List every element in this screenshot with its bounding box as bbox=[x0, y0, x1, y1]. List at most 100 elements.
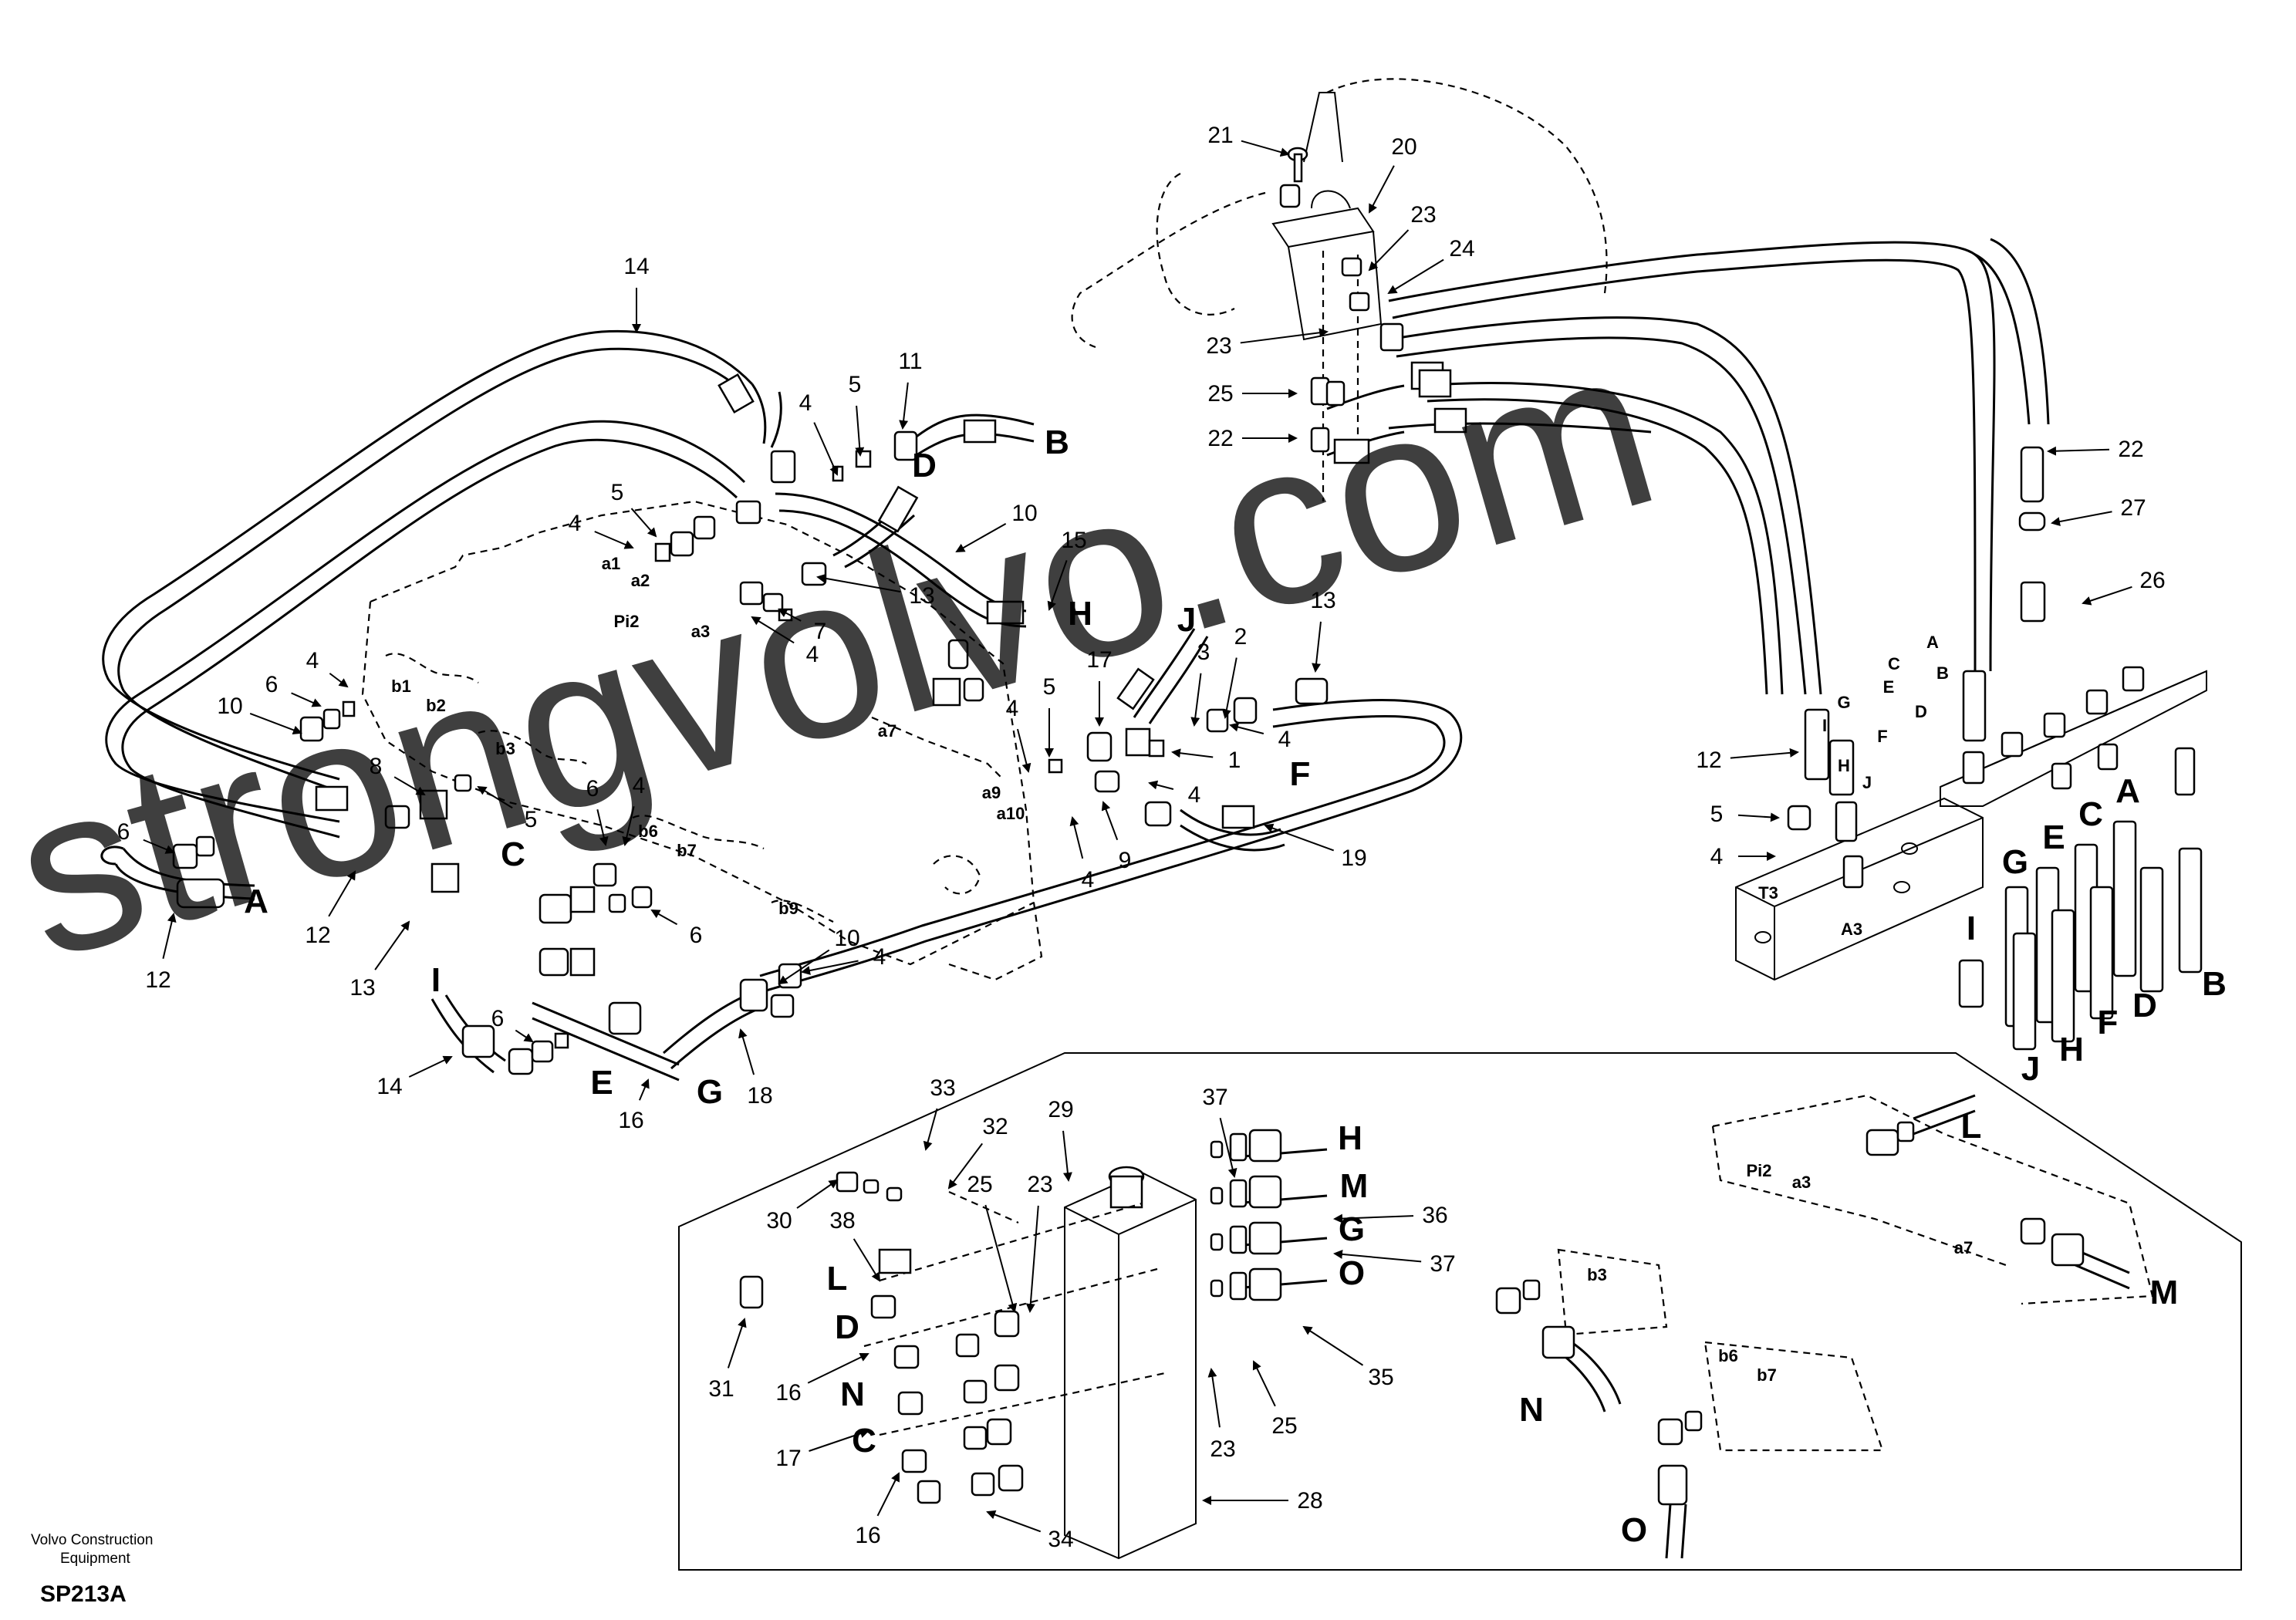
port-label-A3: A3 bbox=[1841, 920, 1862, 939]
callout-label: 11 bbox=[898, 349, 922, 374]
callout-29: 29 bbox=[1048, 1097, 1074, 1182]
port-label-b2: b2 bbox=[426, 696, 446, 715]
callout-5: 5 bbox=[611, 480, 657, 538]
callout-label: 5 bbox=[1710, 802, 1724, 827]
connection-letter-D: D bbox=[835, 1308, 859, 1346]
callout-leader bbox=[1219, 1117, 1237, 1178]
callout-label: 4 bbox=[1188, 782, 1201, 808]
callout-leader bbox=[923, 1108, 938, 1151]
callout-6: 6 bbox=[265, 672, 322, 707]
callout-leader bbox=[984, 1204, 1018, 1313]
callout-5: 5 bbox=[1043, 674, 1056, 758]
callout-28: 28 bbox=[1202, 1488, 1323, 1514]
connection-letter-M: M bbox=[1340, 1167, 1369, 1205]
callout-leader bbox=[876, 1472, 900, 1517]
callout-label: 5 bbox=[1043, 674, 1056, 700]
callout-label: 38 bbox=[829, 1208, 855, 1234]
callout-label: 10 bbox=[217, 694, 242, 719]
callout-14: 14 bbox=[376, 1055, 453, 1099]
port-label-b9: b9 bbox=[778, 899, 799, 918]
callout-31: 31 bbox=[708, 1318, 747, 1402]
callout-leader bbox=[1221, 657, 1237, 719]
callout-leader bbox=[1207, 1368, 1221, 1428]
callout-label: 17 bbox=[1086, 647, 1112, 673]
connection-letter-L: L bbox=[1961, 1108, 1982, 1146]
port-label-a10: a10 bbox=[997, 804, 1025, 823]
callout-label: 27 bbox=[2120, 495, 2146, 521]
callout-leader bbox=[393, 776, 426, 796]
callout-9: 9 bbox=[1101, 801, 1132, 873]
callout-leader bbox=[1369, 165, 1395, 214]
callout-leader bbox=[2047, 446, 2110, 456]
connection-letter-C: C bbox=[852, 1422, 876, 1460]
callout-5: 5 bbox=[477, 785, 537, 832]
callout-label: 25 bbox=[967, 1172, 992, 1197]
callout-25: 25 bbox=[1207, 381, 1298, 407]
callout-leader bbox=[408, 1055, 453, 1078]
callout-23: 23 bbox=[1025, 1172, 1053, 1313]
connection-letter-A: A bbox=[244, 883, 268, 920]
callout-4: 4 bbox=[569, 511, 634, 549]
callout-label: 4 bbox=[569, 511, 582, 536]
port-label-G: G bbox=[1837, 693, 1850, 712]
callout-4: 4 bbox=[306, 648, 349, 688]
callout-label: 20 bbox=[1391, 134, 1416, 160]
callout-label: 6 bbox=[690, 923, 703, 948]
callout-label: 37 bbox=[1202, 1085, 1227, 1110]
callout-label: 4 bbox=[1006, 696, 1019, 721]
connection-letter-G: G bbox=[1339, 1210, 1365, 1248]
callout-label: 4 bbox=[633, 773, 646, 798]
callout-label: 21 bbox=[1207, 123, 1233, 148]
callout-leader bbox=[1190, 673, 1202, 727]
callout-leader bbox=[1387, 258, 1444, 295]
callout-10: 10 bbox=[778, 926, 860, 985]
callout-label: 3 bbox=[1197, 640, 1210, 665]
callout-label: 35 bbox=[1368, 1365, 1393, 1390]
callout-leader bbox=[1333, 1249, 1422, 1263]
connection-letter-J: J bbox=[2021, 1050, 2040, 1088]
pilot-control-valve bbox=[1071, 78, 1608, 501]
callout-38: 38 bbox=[829, 1208, 881, 1282]
callout-35: 35 bbox=[1302, 1325, 1394, 1390]
callout-leader bbox=[650, 910, 678, 926]
callout-leader bbox=[751, 616, 795, 644]
port-label-a1: a1 bbox=[602, 554, 620, 573]
callout-3: 3 bbox=[1190, 640, 1210, 727]
callout-27: 27 bbox=[2051, 495, 2146, 527]
callout-22: 22 bbox=[2047, 437, 2144, 462]
callout-label: 4 bbox=[873, 944, 886, 970]
callout-leader bbox=[738, 1028, 755, 1075]
callout-leader bbox=[328, 870, 356, 917]
callout-leader bbox=[630, 508, 657, 538]
callout-label: 9 bbox=[1119, 848, 1132, 873]
callout-leader bbox=[1333, 1213, 1414, 1223]
callout-label: 7 bbox=[814, 619, 827, 644]
callout-leader bbox=[596, 809, 609, 846]
port-label-H: H bbox=[1838, 756, 1850, 775]
callout-36: 36 bbox=[1333, 1203, 1448, 1228]
control-valve-outline bbox=[361, 500, 1043, 981]
callout-label: 22 bbox=[1207, 426, 1233, 451]
port-label-C: C bbox=[1888, 654, 1900, 673]
port-label-E: E bbox=[1883, 677, 1895, 697]
callout-19: 19 bbox=[1264, 823, 1367, 871]
callout-label: 15 bbox=[1061, 528, 1086, 553]
callout-leader bbox=[477, 785, 513, 809]
callout-10: 10 bbox=[217, 694, 302, 735]
callout-leader bbox=[1171, 748, 1214, 758]
port-label-F: F bbox=[1877, 727, 1887, 746]
port-label-a2: a2 bbox=[631, 571, 650, 590]
callout-2: 2 bbox=[1221, 624, 1247, 719]
callout-leader bbox=[1368, 229, 1410, 272]
main-hose-loop bbox=[100, 329, 1463, 1082]
callout-label: 28 bbox=[1297, 1488, 1322, 1514]
callout-label: 4 bbox=[1710, 844, 1724, 869]
callout-label: 12 bbox=[145, 967, 171, 993]
callout-label: 12 bbox=[305, 923, 330, 948]
callout-leader bbox=[727, 1318, 747, 1369]
port-label-T3: T3 bbox=[1758, 883, 1778, 903]
callout-leader bbox=[2082, 586, 2132, 606]
callout-label: 22 bbox=[2118, 437, 2143, 462]
callout-16: 16 bbox=[775, 1352, 869, 1406]
connection-letter-E: E bbox=[590, 1064, 613, 1102]
